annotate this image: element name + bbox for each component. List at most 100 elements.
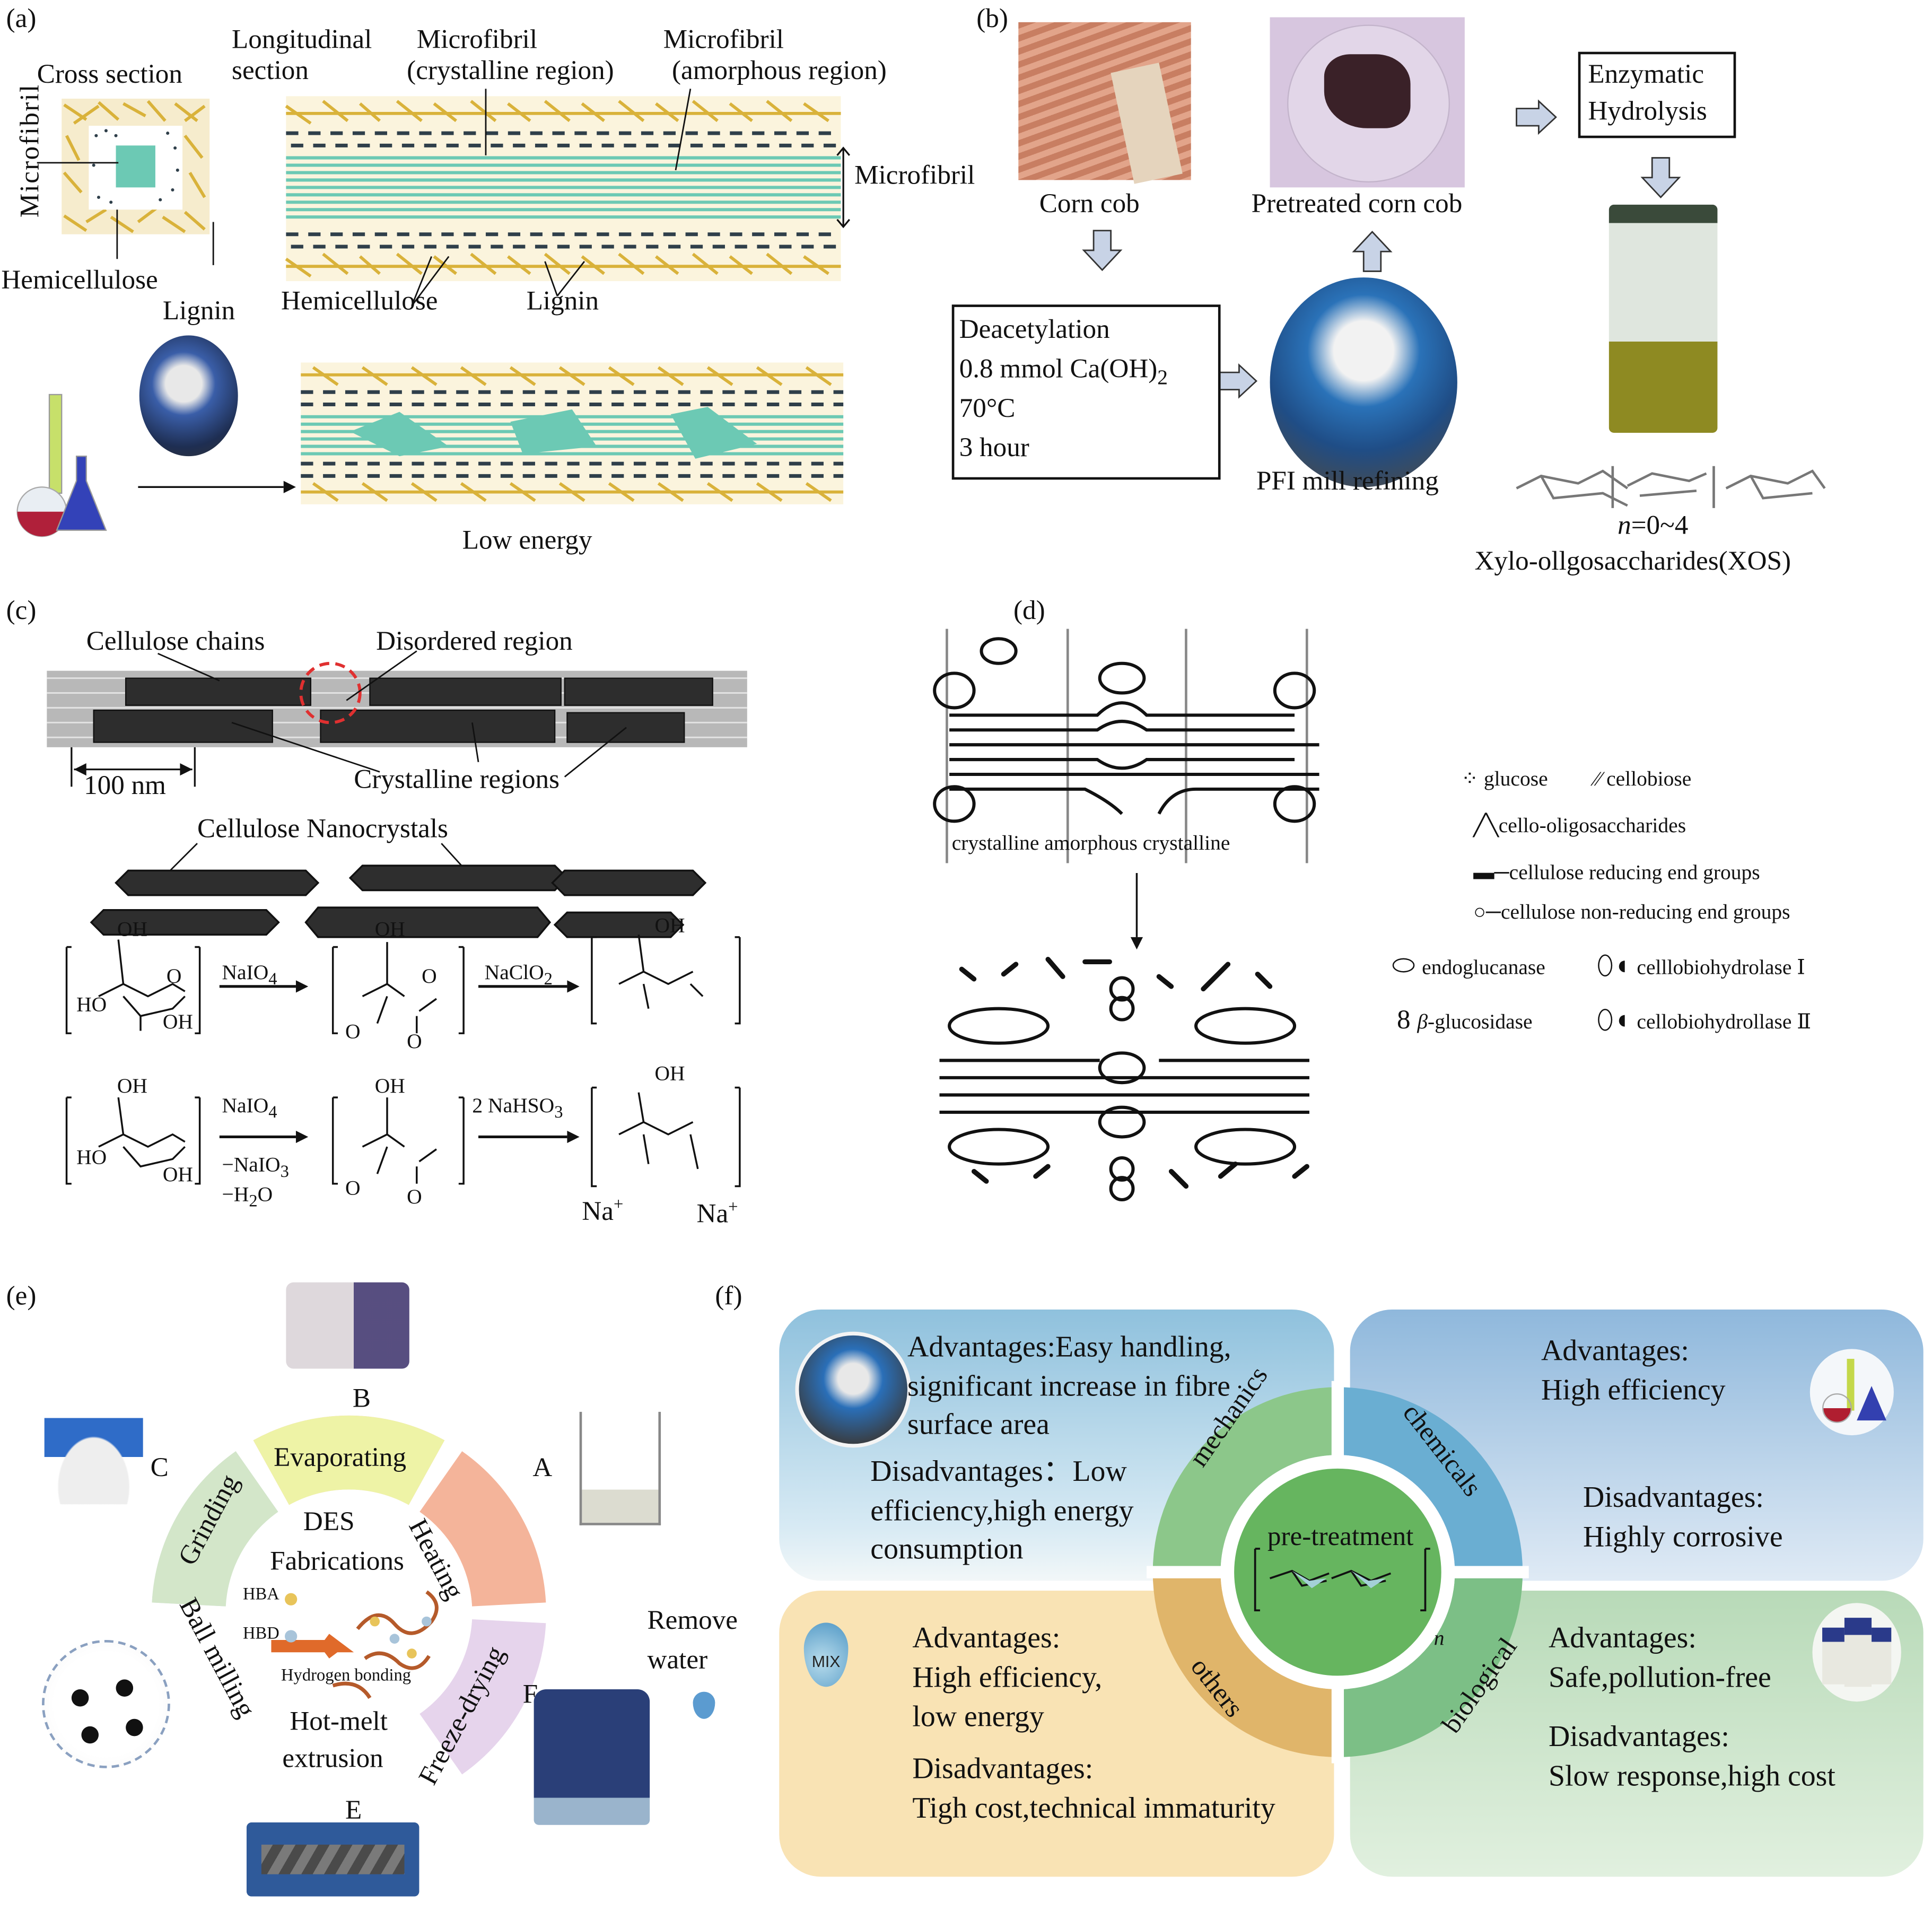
- microfibril-arrow-label: Microfibril: [854, 159, 975, 190]
- reducing-end-icon: ▬─: [1473, 860, 1509, 884]
- legend: ⁘ glucose ⁄⁄ cellobiose ╱╲cello-oligosac…: [1387, 762, 1929, 1058]
- oxidation-reaction-1: [65, 934, 741, 1034]
- oh-label: OH: [162, 1010, 193, 1034]
- others-disadvantages: Tigh cost,technical immaturity: [912, 1793, 1275, 1825]
- byproduct-tail: O: [257, 1182, 273, 1206]
- segment-label-hot-melt: Hot-melt: [290, 1705, 388, 1737]
- des-fabrication-wheel: [152, 1415, 546, 1775]
- pfi-mill-label: PFI mill refining: [1256, 465, 1439, 496]
- legend-label: -glucosidase: [1428, 1010, 1533, 1034]
- panel-c-tag: (c): [6, 594, 37, 625]
- hemicellulose-mid-label: Hemicellulose: [281, 285, 438, 316]
- cellobiose-icon: ⁄⁄: [1594, 767, 1607, 791]
- cellulose-chains-label: Cellulose chains: [86, 625, 265, 656]
- others-advantages: High efficiency, low energy: [912, 1662, 1103, 1733]
- lignin-left-label: Lignin: [162, 294, 235, 326]
- cello-oligosaccharides-icon: ╱╲: [1473, 814, 1499, 837]
- time-label: 3 hour: [959, 431, 1029, 463]
- ion-charge: +: [728, 1198, 738, 1217]
- deacetylation-box: Deacetylation 0.8 mmol Ca(OH)2 70°C 3 ho…: [951, 304, 1221, 480]
- beta-symbol: β: [1417, 1010, 1428, 1034]
- panel-e-tag: (e): [6, 1280, 37, 1311]
- disrupted-microfibril-diagram: [301, 362, 844, 504]
- arrow-up-icon: [1352, 231, 1393, 272]
- pretreated-corn-cob-photo: [1270, 17, 1465, 188]
- pretreatment-ring: [1147, 1381, 1529, 1764]
- oh-label: OH: [374, 917, 405, 941]
- reagent-nahso3: 2 NaHSO3: [472, 1094, 563, 1123]
- heating-stirrer-icon: [579, 1411, 661, 1525]
- segment-label-evaporating: Evaporating: [274, 1441, 407, 1472]
- panel-a-tag: (a): [6, 2, 37, 33]
- biological-disadvantages-title: Disadvantages:: [1548, 1721, 1729, 1753]
- chemicals-disadvantages-title: Disadvantages:: [1583, 1482, 1764, 1514]
- lab-flasks-icon: [16, 394, 107, 537]
- o-label: O: [345, 1019, 361, 1043]
- cellulose-fibril-diagram: [47, 650, 747, 787]
- arrow-down-icon: [1082, 230, 1123, 272]
- legend-label: glucose: [1483, 767, 1548, 791]
- wheel-segment-f: [419, 1619, 546, 1775]
- reagent-text: NaIO: [222, 961, 269, 984]
- pfi-mill-photo: [1270, 277, 1457, 487]
- legend-label: celllobiohydrolase Ⅰ: [1637, 955, 1805, 979]
- ion-text: Na: [696, 1198, 729, 1229]
- xos-structure: [1516, 466, 1826, 508]
- glucose-icon: ⁘: [1461, 767, 1484, 791]
- reagent-naio4: NaIO4: [222, 1094, 277, 1123]
- reagent-text: NaClO: [484, 961, 544, 984]
- legend-label: cello-oligosaccharides: [1498, 814, 1686, 837]
- pretreated-corn-cob-label: Pretreated corn cob: [1251, 187, 1463, 219]
- scale-bar-label: 100 nm: [84, 769, 166, 800]
- oh-label: OH: [374, 1074, 405, 1098]
- legend-item-cello-oligosaccharides: ╱╲cello-oligosaccharides: [1473, 814, 1686, 838]
- microfibril-crystalline-label-1: Microfibril: [416, 23, 538, 55]
- panel-b-tag: (b): [976, 2, 1008, 33]
- calcium-hydroxide-text: 0.8 mmol Ca(OH): [959, 352, 1158, 384]
- longitudinal-label-1: Longitudinal: [232, 23, 372, 55]
- corn-cob-photo: [1018, 22, 1191, 184]
- longitudinal-section-diagram: [285, 89, 851, 307]
- hydrolysis-label: Hydrolysis: [1588, 95, 1707, 126]
- others-disadvantages-title: Disadvantages:: [912, 1753, 1094, 1786]
- ho-label: HO: [76, 992, 107, 1016]
- water-drop-icon: [693, 1691, 715, 1719]
- nanocrystals-diagram: [90, 843, 707, 938]
- reagent-subscript: 4: [268, 971, 277, 990]
- biological-advantages: Safe,pollution-free: [1548, 1662, 1771, 1695]
- mechanics-advantages: Advantages:Easy handling, significant in…: [907, 1331, 1231, 1442]
- chemical-flasks-icon: [1809, 1349, 1894, 1436]
- oh-label: OH: [654, 913, 685, 937]
- enzyme-bottles-icon: [1812, 1603, 1901, 1702]
- reagent-text: 2 NaHSO: [472, 1094, 555, 1118]
- mechanics-disadvantages: Disadvantages：Low efficiency,high energy…: [870, 1456, 1134, 1567]
- oh-label: OH: [117, 1074, 147, 1098]
- o-label: O: [166, 964, 182, 988]
- microfibril-crystalline-label-2: (crystalline region): [407, 54, 614, 85]
- legend-item-non-reducing-end: ○─cellulose non-reducing end groups: [1473, 900, 1790, 924]
- nanocrystals-label: Cellulose Nanocrystals: [197, 813, 448, 844]
- reagent-subscript: 2: [544, 971, 553, 990]
- hbd-label: HBD: [242, 1625, 279, 1644]
- region-label-amorphous: amorphous: [1044, 831, 1138, 855]
- byproduct-subscript: 3: [280, 1163, 289, 1182]
- reagent-subscript: 3: [554, 1104, 563, 1123]
- legend-label: cellobiohydrollase Ⅱ: [1637, 1010, 1812, 1034]
- ion-charge: +: [613, 1196, 624, 1215]
- letter-c: C: [150, 1451, 169, 1482]
- segment-label-extrusion: extrusion: [282, 1742, 383, 1774]
- wheel-segment-a: [419, 1451, 546, 1607]
- arrow-right-icon: [1216, 363, 1258, 399]
- endoglucanase-icon: ⬭: [1392, 949, 1422, 981]
- byproduct-h2o: −H2O: [222, 1182, 273, 1212]
- legend-label: endoglucanase: [1422, 955, 1545, 979]
- wheel-segment-d: [152, 1451, 278, 1607]
- rotary-evaporator-icon: [286, 1282, 409, 1369]
- process-arrow: [138, 481, 296, 493]
- byproduct-subscript: 2: [249, 1192, 258, 1211]
- reagent-text: NaIO: [222, 1094, 269, 1118]
- legend-item-glucose: ⁘ glucose: [1461, 767, 1548, 791]
- reagent-naclo2: NaClO2: [484, 961, 553, 990]
- region-label-crystalline: crystalline: [1142, 831, 1230, 855]
